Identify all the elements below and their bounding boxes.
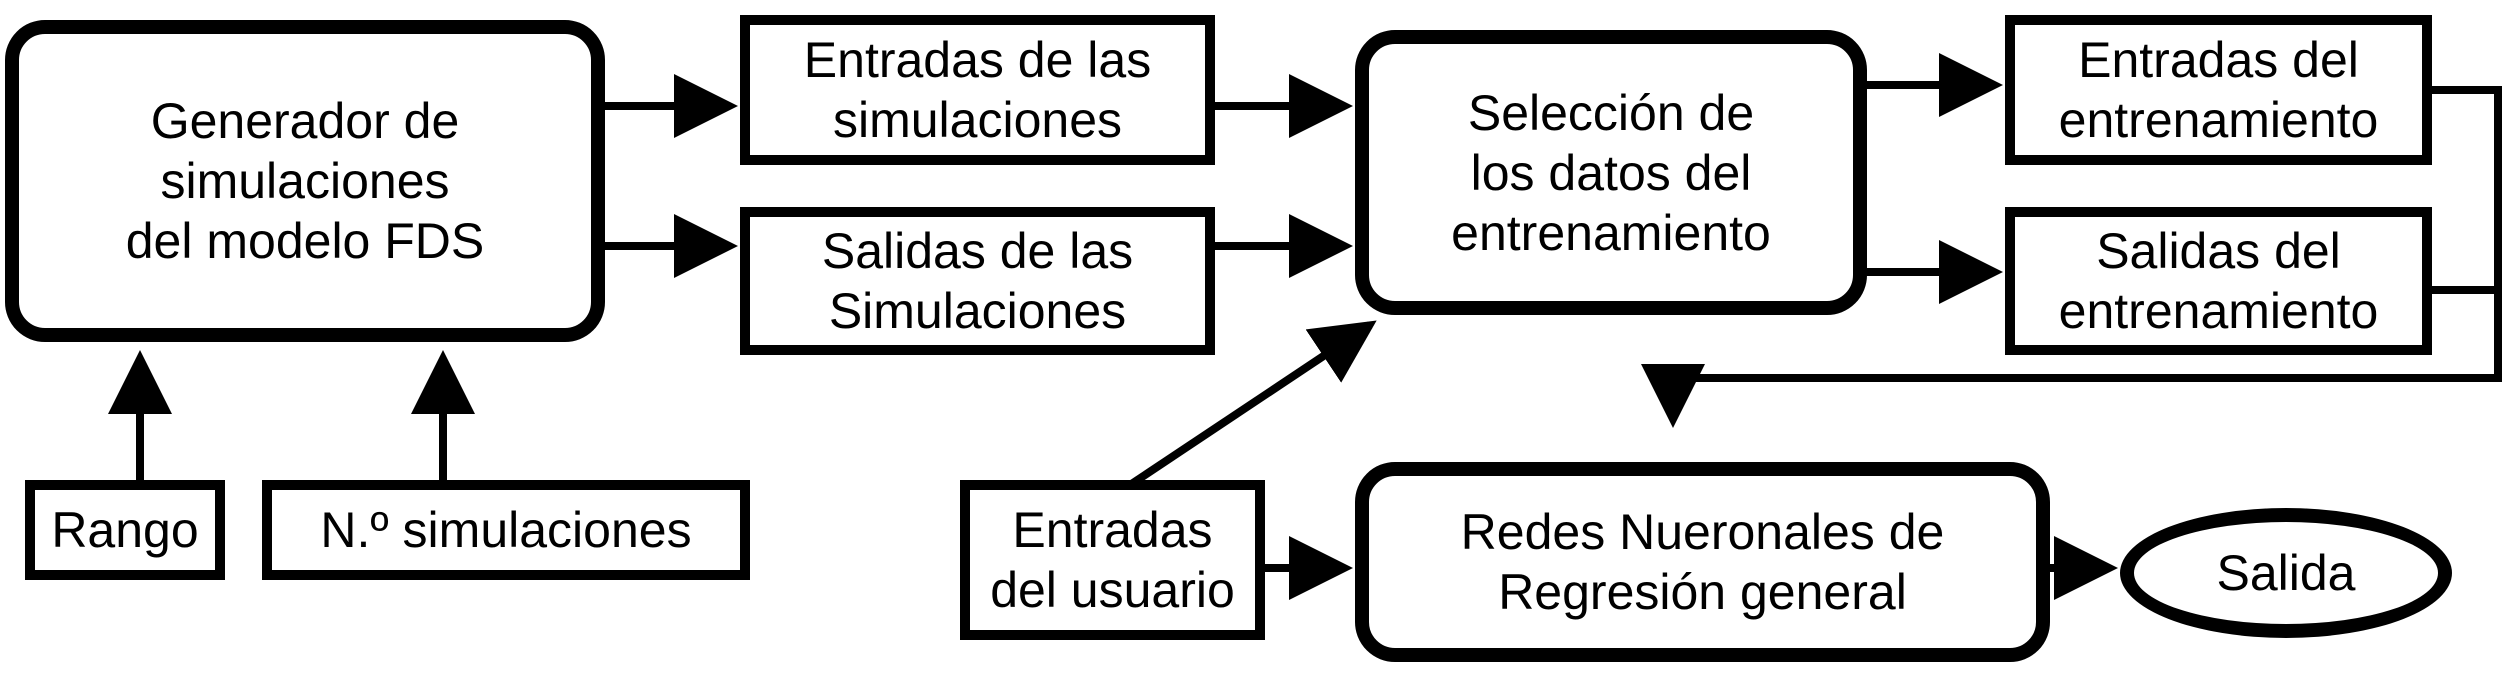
num-sims-label: N.º simulaciones bbox=[320, 502, 692, 558]
connector-train-to-grnn bbox=[1641, 86, 2502, 428]
selection-label: Selección de los datos del entrenamiento bbox=[1451, 84, 1771, 261]
num-sims-node: N.º simulaciones bbox=[262, 480, 750, 580]
output-label: Salida bbox=[2216, 545, 2356, 601]
user-inputs-node: Entradas del usuario bbox=[960, 480, 1265, 640]
sim-inputs-label: Entradas de las simulaciones bbox=[803, 32, 1152, 148]
range-label: Rango bbox=[51, 502, 199, 558]
sim-inputs-node: Entradas de las simulaciones bbox=[740, 15, 1215, 165]
grnn-label: Redes Nueronales de Regresión general bbox=[1460, 504, 1945, 620]
generator-label: Generador de simulaciones del modelo FDS bbox=[125, 93, 485, 269]
train-outputs-node: Salidas del entrenamiento bbox=[2005, 207, 2432, 355]
grnn-node: Redes Nueronales de Regresión general bbox=[1355, 462, 2050, 662]
train-inputs-label: Entradas del entrenamiento bbox=[2058, 32, 2379, 148]
sim-outputs-node: Salidas de las Simulaciones bbox=[740, 207, 1215, 355]
output-node: Salida bbox=[2120, 508, 2452, 638]
generator-node: Generador de simulaciones del modelo FDS bbox=[5, 20, 605, 342]
sim-outputs-label: Salidas de las Simulaciones bbox=[821, 223, 1134, 339]
user-inputs-label: Entradas del usuario bbox=[990, 502, 1235, 618]
range-node: Rango bbox=[25, 480, 225, 580]
train-outputs-label: Salidas del entrenamiento bbox=[2058, 223, 2379, 339]
selection-node: Selección de los datos del entrenamiento bbox=[1355, 30, 1867, 315]
arrow-user-inputs-to-selection bbox=[1127, 320, 1377, 489]
train-inputs-node: Entradas del entrenamiento bbox=[2005, 15, 2432, 165]
